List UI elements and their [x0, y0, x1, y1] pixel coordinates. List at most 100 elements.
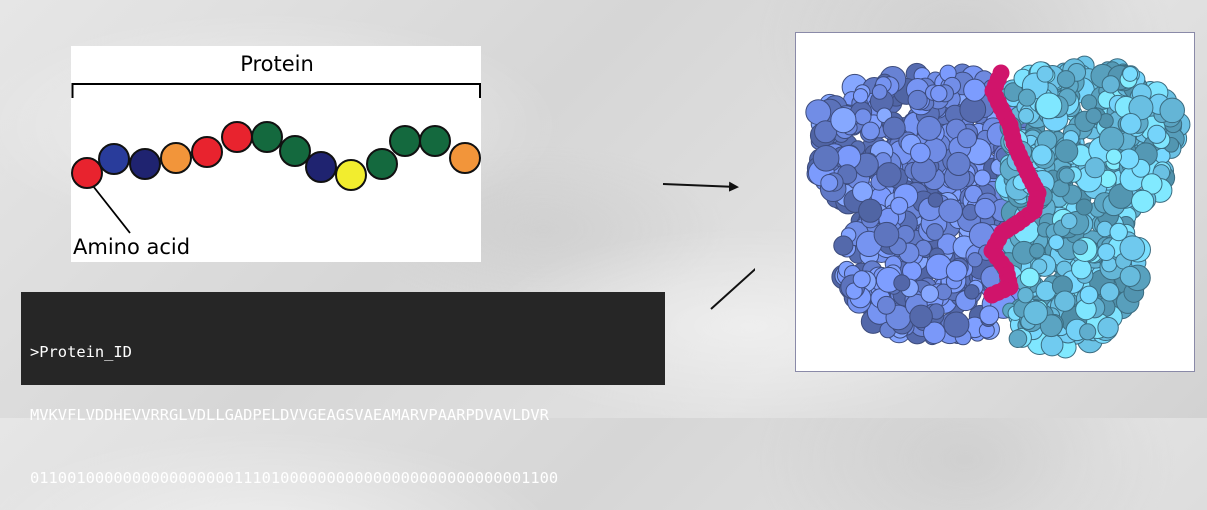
- atom-sphere: [1054, 290, 1076, 312]
- atom-sphere: [1008, 329, 1028, 349]
- atom-sphere: [820, 173, 839, 192]
- sequence-panel: >Protein_ID MVKVFLVDDHEVVRRGLVDLLGADPELD…: [21, 292, 665, 487]
- amino-acid-bead: [221, 121, 253, 153]
- protein-title: Protein: [240, 52, 314, 76]
- atom-sphere: [909, 304, 933, 329]
- atom-sphere: [938, 198, 963, 224]
- atom-sphere: [1101, 75, 1120, 94]
- sequence-residues: MVKVFLVDDHEVVRRGLVDLLGADPELDVVGEAGSVAEAM…: [30, 406, 549, 424]
- amino-acid-bead: [366, 148, 398, 180]
- atom-sphere: [907, 89, 928, 110]
- atom-sphere: [1109, 222, 1128, 242]
- atom-sphere: [1097, 316, 1119, 339]
- atom-sphere: [943, 311, 970, 338]
- protein-bracket: [71, 83, 481, 98]
- atom-sphere: [910, 142, 931, 164]
- atom-sphere: [1023, 300, 1048, 326]
- atom-sphere: [873, 221, 900, 248]
- peptide-residue: [983, 286, 1001, 304]
- atom-sphere: [1072, 239, 1089, 256]
- atom-sphere: [1105, 148, 1122, 165]
- atom-sphere: [1036, 65, 1054, 83]
- atom-sphere: [974, 197, 996, 220]
- atom-sphere: [1031, 144, 1053, 166]
- amino-acid-bead: [160, 142, 192, 174]
- atom-sphere: [1119, 265, 1141, 287]
- amino-acid-label: Amino acid: [73, 235, 190, 259]
- amino-acid-bead: [279, 135, 311, 167]
- amino-acid-pointer: [92, 185, 131, 234]
- atom-sphere: [830, 107, 857, 134]
- atom-sphere: [1058, 167, 1075, 184]
- atom-sphere: [1159, 97, 1185, 124]
- atom-sphere: [1122, 65, 1139, 82]
- atom-sphere: [871, 84, 888, 100]
- amino-acid-bead: [335, 159, 367, 191]
- atom-sphere: [923, 321, 946, 345]
- atom-sphere: [1054, 139, 1079, 163]
- atom-sphere: [1060, 212, 1078, 230]
- atom-sphere: [1118, 148, 1140, 170]
- amino-acid-bead: [419, 125, 451, 157]
- atom-sphere: [1084, 157, 1106, 179]
- atom-sphere: [858, 198, 883, 223]
- atom-sphere: [1071, 258, 1092, 280]
- atom-sphere: [1131, 189, 1155, 213]
- atom-sphere: [876, 295, 896, 315]
- atom-sphere: [1079, 323, 1097, 341]
- atom-sphere: [1147, 124, 1167, 144]
- atom-sphere: [882, 116, 906, 140]
- bead-chain-svg: Protein Amino acid: [71, 52, 481, 259]
- atom-sphere: [920, 284, 940, 303]
- atom-sphere: [945, 259, 968, 282]
- atom-sphere: [833, 235, 854, 256]
- atom-sphere: [930, 84, 948, 103]
- atom-sphere: [979, 305, 1000, 326]
- amino-acid-bead: [251, 121, 283, 153]
- atom-sphere: [1075, 198, 1093, 216]
- atom-sphere: [861, 121, 880, 141]
- protein-bead-diagram: Protein Amino acid: [71, 46, 481, 262]
- atom-sphere: [1056, 70, 1076, 89]
- atom-sphere: [812, 144, 840, 172]
- atom-sphere: [946, 151, 971, 177]
- atom-sphere: [967, 252, 983, 268]
- atom-sphere: [876, 162, 902, 188]
- arrows: [662, 181, 755, 310]
- protein-structure-panel: [795, 32, 1195, 372]
- atom-sphere: [964, 284, 980, 300]
- arrow-diagram-to-structure: [662, 181, 739, 192]
- atom-sphere: [1035, 92, 1063, 120]
- sequence-binding-mask: 0110010000000000000000111010000000000000…: [30, 469, 559, 487]
- atom-sphere: [1039, 314, 1063, 338]
- bead-chain: [71, 121, 481, 191]
- atom-sphere: [1099, 282, 1120, 302]
- atom-sphere: [852, 270, 871, 289]
- amino-acid-bead: [191, 136, 223, 168]
- bound-peptide-chain: [983, 64, 1047, 304]
- atom-sphere: [1079, 285, 1099, 305]
- amino-acid-bead: [449, 142, 481, 174]
- atom-sphere: [1097, 243, 1116, 262]
- amino-acid-bead: [71, 157, 103, 189]
- atom-sphere: [1119, 235, 1146, 261]
- atom-sphere: [852, 88, 869, 104]
- atom-sphere: [916, 115, 942, 141]
- amino-acid-bead: [389, 125, 421, 157]
- amino-acid-bead: [98, 143, 130, 175]
- atom-sphere: [1080, 94, 1098, 111]
- protein-structure-svg: [805, 55, 1191, 359]
- atom-sphere: [893, 274, 911, 292]
- atom-sphere: [1085, 107, 1102, 125]
- amino-acid-bead: [129, 148, 161, 180]
- atom-sphere: [927, 192, 944, 208]
- amino-acid-bead: [305, 151, 337, 183]
- atom-sphere: [1141, 173, 1163, 195]
- atom-sphere: [1048, 234, 1065, 251]
- atom-sphere: [926, 223, 944, 241]
- atom-sphere: [1029, 243, 1045, 259]
- atom-sphere: [957, 128, 978, 149]
- protein-domain-b: [994, 55, 1191, 359]
- atom-sphere: [963, 78, 987, 102]
- atom-sphere: [1018, 107, 1035, 124]
